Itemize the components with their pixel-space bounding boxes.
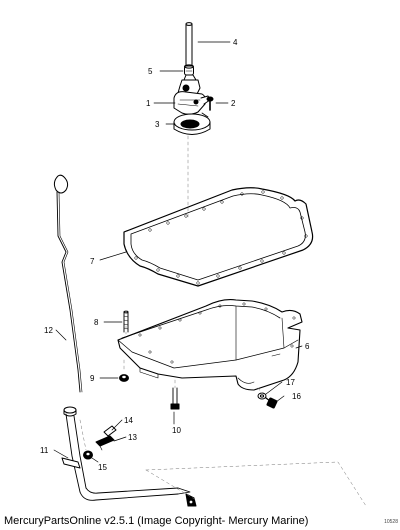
copyright-footer: MercuryPartsOnline v2.5.1 (Image Copyrig… xyxy=(4,515,309,527)
assembly-guide-lines xyxy=(79,135,367,507)
callout-17: 17 xyxy=(286,378,295,387)
callout-1: 1 xyxy=(146,99,151,108)
callout-13: 13 xyxy=(128,433,137,442)
pan-nut xyxy=(119,374,129,382)
lower-fastener xyxy=(185,493,197,507)
callout-14: 14 xyxy=(124,416,133,425)
drawing-reference-number: 10528 xyxy=(384,519,398,525)
callout-8: 8 xyxy=(94,318,99,327)
oil-pan-gasket xyxy=(123,187,314,287)
oil-pump xyxy=(173,74,211,115)
oil-pickup-tube xyxy=(185,22,193,70)
drain-plug xyxy=(265,397,278,409)
pump-bolt xyxy=(206,96,214,111)
pan-bolt xyxy=(170,387,180,410)
callout-6: 6 xyxy=(305,342,310,351)
drain-plug-gasket xyxy=(257,392,267,400)
dipstick-tube xyxy=(61,406,191,501)
callout-9: 9 xyxy=(90,374,95,383)
tube-clip-nut xyxy=(83,450,93,460)
callout-3: 3 xyxy=(155,120,160,129)
callout-2: 2 xyxy=(231,99,236,108)
tube-bracket xyxy=(95,435,115,451)
oil-pan xyxy=(117,299,303,391)
callout-16: 16 xyxy=(292,392,301,401)
callout-5: 5 xyxy=(148,67,153,76)
callout-labels: 4 5 1 2 3 7 8 6 12 9 17 16 10 14 13 11 1… xyxy=(40,38,310,472)
oil-pump-screen xyxy=(173,112,211,135)
exploded-parts-diagram: 4 5 1 2 3 7 8 6 12 9 17 16 10 14 13 11 1… xyxy=(40,22,367,507)
callout-10: 10 xyxy=(172,426,181,435)
tube-sleeve xyxy=(184,64,194,76)
callout-11: 11 xyxy=(40,446,49,455)
pan-stud xyxy=(123,310,129,333)
callout-7: 7 xyxy=(90,257,95,266)
leader-lines xyxy=(53,41,303,463)
callout-4: 4 xyxy=(233,38,238,47)
callout-15: 15 xyxy=(98,463,107,472)
callout-12: 12 xyxy=(44,326,53,335)
dipstick xyxy=(53,174,83,393)
